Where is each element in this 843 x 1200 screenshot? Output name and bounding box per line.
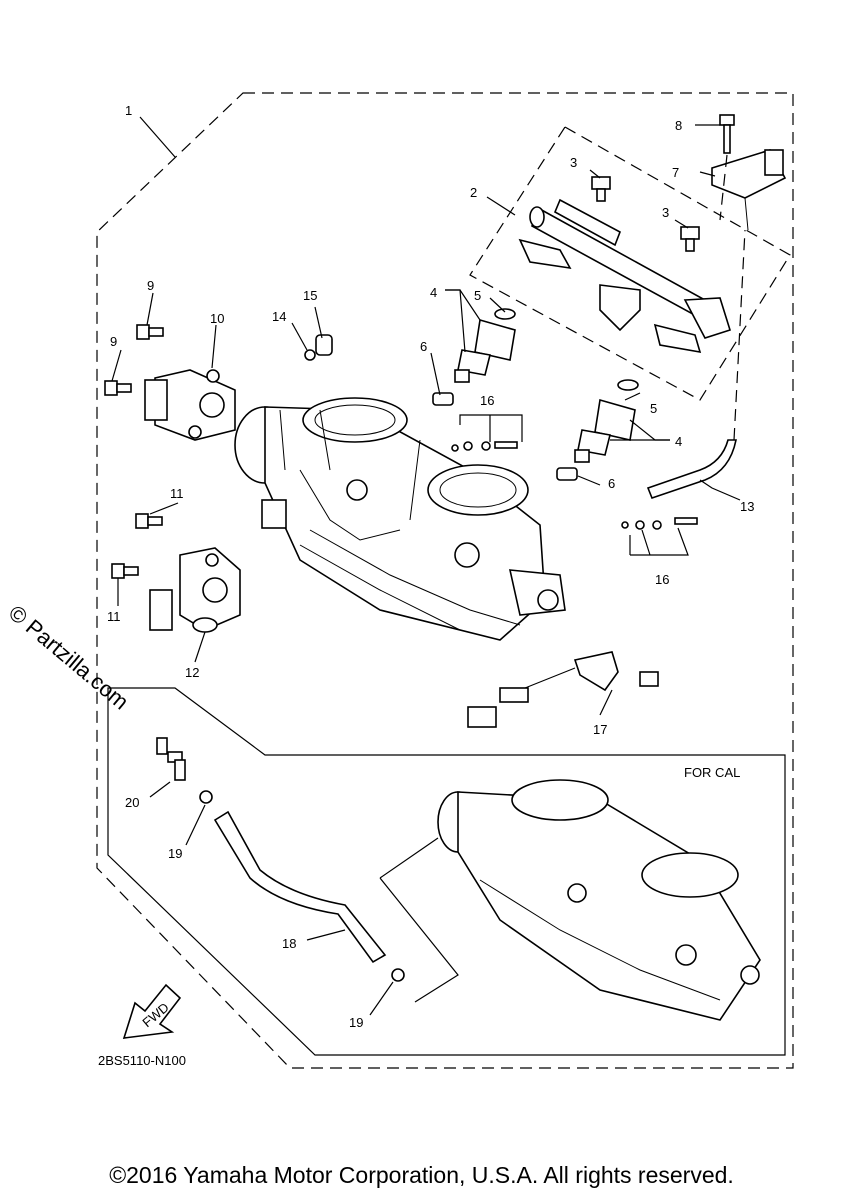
screw-3a [591,176,611,202]
fuel-rail-boundary [469,126,791,401]
callout-2: 2 [470,185,477,200]
inset-leader [379,837,459,1003]
screw-11b [111,563,139,579]
callout-11b: 11 [107,609,121,624]
callout-10: 10 [210,311,224,326]
callout-9a: 9 [147,278,154,293]
fuel-rail [518,198,732,354]
clamp-19b [391,968,405,982]
copyright-text: ©2016 Yamaha Motor Corporation, U.S.A. A… [109,1162,734,1188]
callout-19a: 19 [168,846,182,861]
callout-5a: 5 [474,288,481,303]
callout-7: 7 [672,165,679,180]
screw-3b [680,226,700,252]
callout-15: 15 [303,288,317,303]
callout-16a: 16 [480,393,494,408]
inset-throttle-body [437,779,761,1021]
callout-18: 18 [282,936,296,951]
callout-19b: 19 [349,1015,363,1030]
hose-13 [646,439,737,500]
o-ring-6a [432,392,454,406]
screw-9a [136,324,164,340]
clip-14 [304,349,316,361]
callout-6a: 6 [420,339,427,354]
callout-4b: 4 [675,434,682,449]
callout-16b: 16 [655,572,669,587]
callout-17: 17 [593,722,607,737]
sensor-17 [467,651,659,728]
callout-14: 14 [272,309,286,324]
cap-15 [315,334,333,356]
o-ring-6b [556,467,578,481]
sensor-7 [711,114,787,231]
inset-boundary [107,687,786,1056]
callout-6b: 6 [608,476,615,491]
callout-4a: 4 [430,285,437,300]
screw-set-16a [451,441,518,452]
callout-12: 12 [185,665,199,680]
throttle-body [234,397,566,641]
callout-3b: 3 [662,205,669,220]
callout-13: 13 [740,499,754,514]
callout-11a: 11 [170,486,184,501]
callout-8: 8 [675,118,682,133]
diagram-code: 2BS5110-N100 [98,1053,186,1068]
stud-20 [156,737,186,781]
callout-3a: 3 [570,155,577,170]
screw-9b [104,380,132,396]
screw-set-16b [621,517,698,530]
fwd-arrow: FWD [122,983,182,1039]
sensor-10 [144,369,236,441]
inset-label: FOR CAL [684,765,740,780]
callout-9b: 9 [110,334,117,349]
callout-1: 1 [125,103,132,118]
callout-20: 20 [125,795,139,810]
sensor-12 [149,547,241,633]
hose-18 [213,810,387,964]
callout-5b: 5 [650,401,657,416]
screw-11a [135,513,163,529]
injector-4a [454,308,516,383]
injector-4b [574,379,639,463]
leader-lines [111,124,741,1016]
clamp-19a [199,790,213,804]
